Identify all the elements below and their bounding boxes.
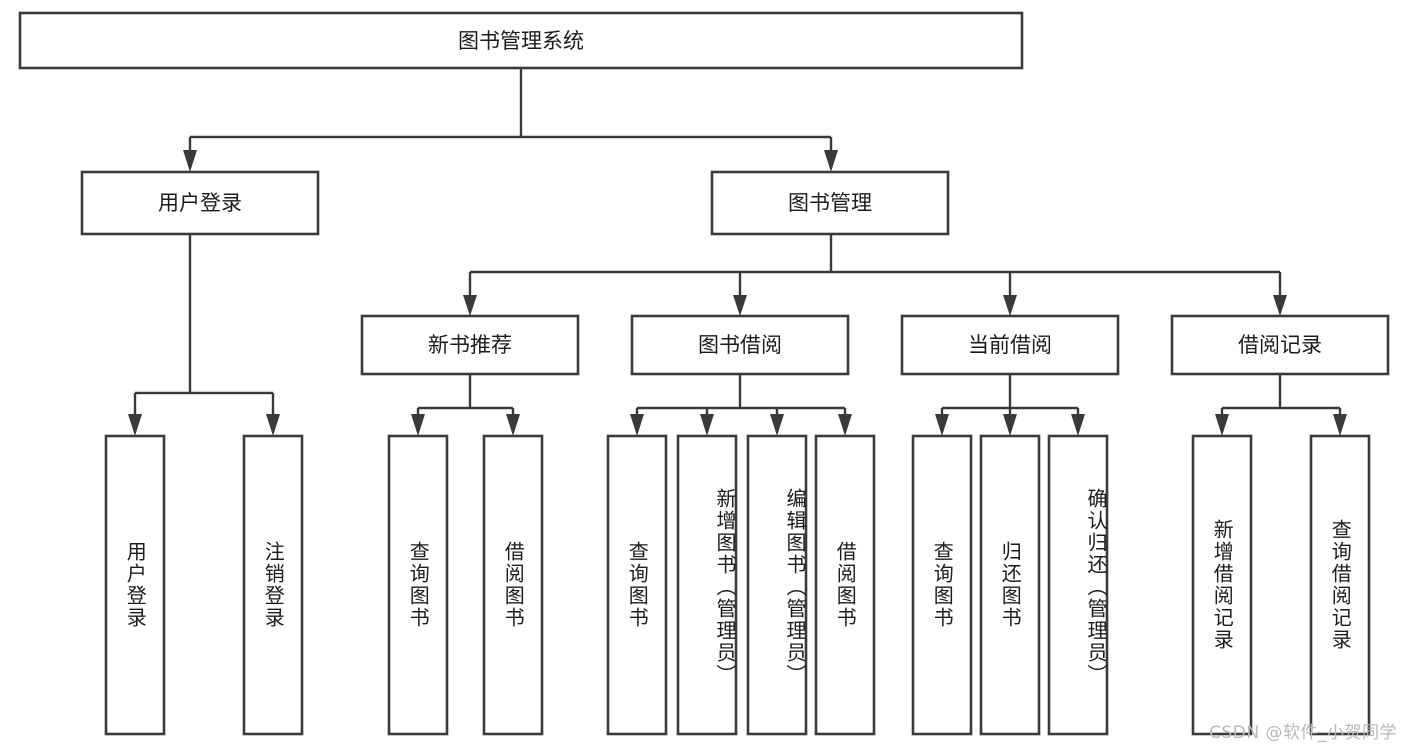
node-leaf-add-book[interactable] — [676, 434, 738, 736]
arrow-to-leaf-query-record — [1333, 414, 1347, 436]
arrow-to-user-login — [183, 150, 197, 172]
node-leaf-borrow-book-1[interactable] — [482, 434, 544, 736]
node-user-login[interactable] — [80, 170, 320, 236]
node-leaf-query-book-3[interactable] — [911, 434, 973, 736]
node-book-borrow[interactable] — [630, 314, 850, 376]
arrow-to-book-manage — [824, 150, 838, 172]
arrow-to-leaf-query-book-1 — [411, 414, 425, 436]
node-new-book-rec[interactable] — [360, 314, 580, 376]
arrow-to-leaf-add-book — [700, 414, 714, 436]
node-leaf-add-record[interactable] — [1191, 434, 1253, 736]
node-current-borrow[interactable] — [900, 314, 1120, 376]
arrow-to-book-borrow — [733, 295, 747, 316]
node-book-manage[interactable] — [710, 170, 950, 236]
arrow-to-new-book-rec — [463, 295, 477, 316]
csdn-watermark: CSDN @软件_小贺同学 — [1209, 723, 1397, 743]
node-user-login-label: 用户登录 — [158, 191, 242, 215]
node-book-borrow-label: 图书借阅 — [698, 333, 782, 357]
node-root[interactable] — [18, 11, 1024, 70]
node-leaf-borrow-book-2[interactable] — [814, 434, 876, 736]
node-leaf-confirm-return[interactable] — [1047, 434, 1109, 736]
node-leaf-edit-book[interactable] — [746, 434, 808, 736]
arrow-to-leaf-edit-book — [770, 414, 784, 436]
node-leaf-user-login[interactable] — [104, 434, 166, 736]
arrow-to-current-borrow — [1003, 295, 1017, 316]
arrow-to-leaf-query-book-3 — [935, 414, 949, 436]
arrow-to-leaf-user-login — [128, 414, 142, 436]
node-book-manage-label: 图书管理 — [788, 191, 872, 215]
node-root-label: 图书管理系统 — [458, 29, 584, 53]
arrow-to-leaf-logout — [266, 414, 280, 436]
node-leaf-query-record[interactable] — [1309, 434, 1371, 736]
arrow-to-leaf-confirm-return — [1071, 414, 1085, 436]
node-borrow-record[interactable] — [1170, 314, 1390, 376]
arrow-to-leaf-borrow-book-1 — [506, 414, 520, 436]
node-borrow-record-label: 借阅记录 — [1238, 333, 1322, 357]
arrow-to-leaf-add-record — [1215, 414, 1229, 436]
node-leaf-query-book-1[interactable] — [387, 434, 449, 736]
node-leaf-return-book[interactable] — [979, 434, 1041, 736]
node-leaf-logout[interactable] — [242, 434, 304, 736]
node-leaf-query-book-2[interactable] — [606, 434, 668, 736]
arrow-to-leaf-query-book-2 — [630, 414, 644, 436]
node-current-borrow-label: 当前借阅 — [968, 333, 1052, 357]
arrow-to-leaf-borrow-book-2 — [838, 414, 852, 436]
arrow-to-leaf-return-book — [1003, 414, 1017, 436]
arrow-to-borrow-record — [1273, 295, 1287, 316]
node-new-book-rec-label: 新书推荐 — [428, 333, 512, 357]
